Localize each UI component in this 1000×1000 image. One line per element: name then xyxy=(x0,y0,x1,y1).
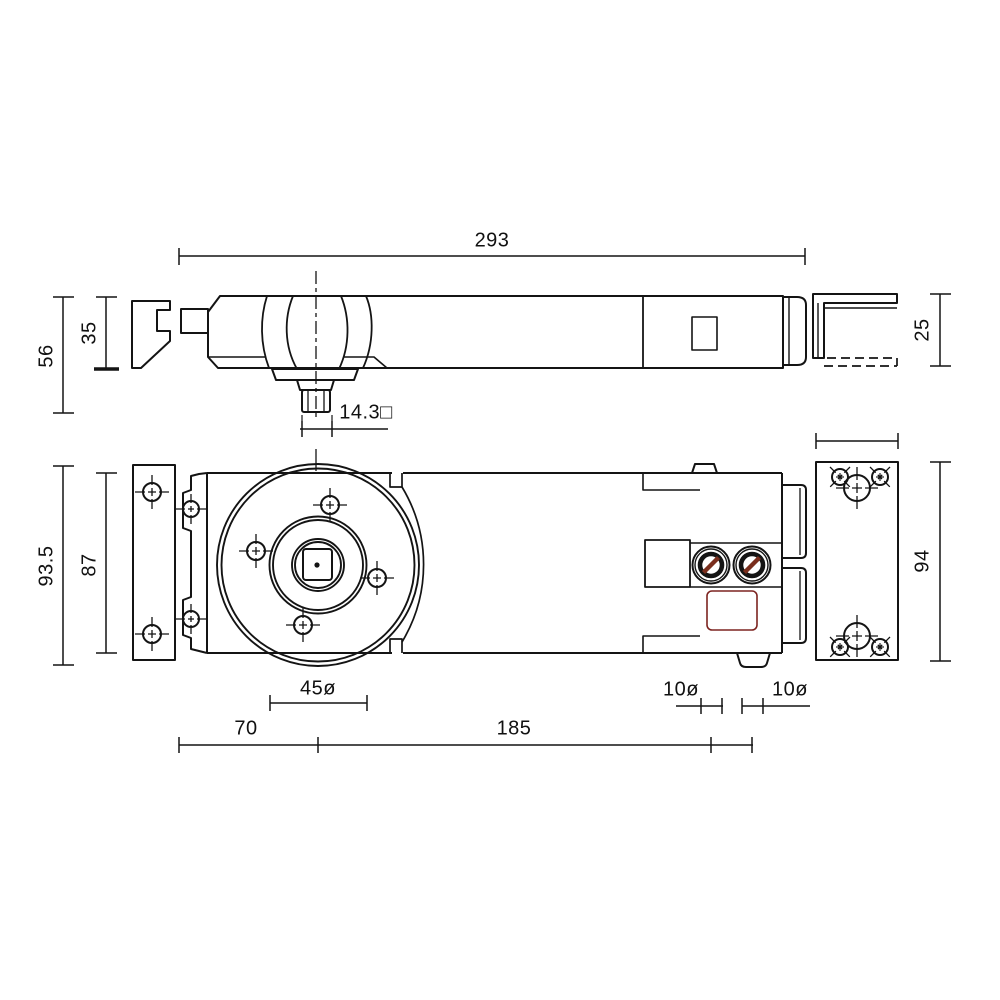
cover-arc xyxy=(401,486,425,643)
valve-screw-right xyxy=(732,545,772,585)
valve-block xyxy=(644,539,691,588)
screw-hole xyxy=(836,615,878,657)
arm-shoe xyxy=(131,300,171,369)
dim-cam-diameter-label: 45ø xyxy=(300,677,336,700)
dim-plate-width-bracket xyxy=(815,433,899,449)
dim-body-height-label: 35 xyxy=(78,321,101,345)
cover-notch-top xyxy=(389,473,403,488)
screw-hole xyxy=(836,467,878,509)
screw-hole-diagonal xyxy=(869,636,891,658)
screw-hole xyxy=(360,561,394,595)
dim-end-plate-length xyxy=(930,461,951,662)
dimension-lines xyxy=(53,248,951,753)
dim-valve-right-diameter-label: 10ø xyxy=(772,678,808,701)
dim-body-width xyxy=(96,472,117,654)
dim-cover-height-label: 25 xyxy=(911,318,934,342)
dim-valve-distance-label: 185 xyxy=(496,717,532,740)
valve-screw-left xyxy=(691,545,731,585)
dim-overall-length xyxy=(178,248,806,265)
spindle-neck xyxy=(296,379,335,391)
spindle xyxy=(301,389,331,413)
screw-hole xyxy=(286,608,320,642)
dim-body-height xyxy=(94,296,119,371)
screw-hole-diagonal xyxy=(829,636,851,658)
dim-spindle-square-label: 14.3□ xyxy=(339,401,393,424)
locating-tab xyxy=(691,463,718,474)
valve-channel-lines xyxy=(690,542,782,588)
dim-valve-right xyxy=(741,698,810,714)
screw-hole xyxy=(135,475,169,509)
end-cap xyxy=(783,296,807,366)
plan-body-outline xyxy=(206,472,783,654)
right-mounting-plate xyxy=(815,461,899,661)
casting-step-lines xyxy=(642,473,700,653)
valve-window xyxy=(691,316,718,351)
cam-bulge-curves xyxy=(261,295,373,370)
dim-spindle-square xyxy=(300,415,388,437)
dim-overall-height-label: 56 xyxy=(35,344,58,368)
screw-hole-diagonal xyxy=(829,466,851,488)
spindle-flats xyxy=(307,390,325,412)
dim-cover-height xyxy=(930,293,951,367)
screw-hole xyxy=(176,494,206,524)
bottom-clip xyxy=(736,652,771,668)
bracket-hidden-edges xyxy=(813,357,898,367)
mounting-bracket xyxy=(812,293,898,359)
closer-body-outline xyxy=(207,295,784,369)
right-tab-bottom xyxy=(782,567,807,644)
side-elevation-view xyxy=(131,271,898,420)
body-recess-line xyxy=(208,356,388,369)
dim-valve-left xyxy=(676,698,723,714)
dim-cam-diameter xyxy=(269,695,368,711)
dim-pivot-distance-label: 70 xyxy=(234,717,258,740)
dim-overall-width xyxy=(53,465,74,666)
spindle-center-dot xyxy=(314,562,320,568)
spindle-boss xyxy=(271,368,359,381)
screw-hole xyxy=(239,534,273,568)
screw-hole xyxy=(313,488,347,522)
body-fixing-bracket xyxy=(182,472,208,654)
pivot-tab xyxy=(180,308,209,334)
label-plate-outline xyxy=(706,590,758,631)
left-mounting-plate xyxy=(132,464,176,661)
dim-overall-width-label: 93.5 xyxy=(35,545,58,587)
screw-hole xyxy=(176,604,206,634)
plan-view xyxy=(132,449,899,668)
screw-hole xyxy=(135,617,169,651)
dim-valve-left-diameter-label: 10ø xyxy=(663,678,699,701)
dim-overall-height xyxy=(53,296,74,414)
dim-body-width-label: 87 xyxy=(78,553,101,577)
spindle-socket xyxy=(302,548,333,581)
screw-hole-diagonal xyxy=(869,466,891,488)
dim-baseline xyxy=(178,737,753,753)
dim-end-plate-length-label: 94 xyxy=(911,549,934,573)
cover-notch-bottom xyxy=(389,638,403,653)
cam-housing-circles xyxy=(216,463,420,667)
right-tab-top xyxy=(782,484,807,559)
dim-overall-length-label: 293 xyxy=(474,229,510,252)
